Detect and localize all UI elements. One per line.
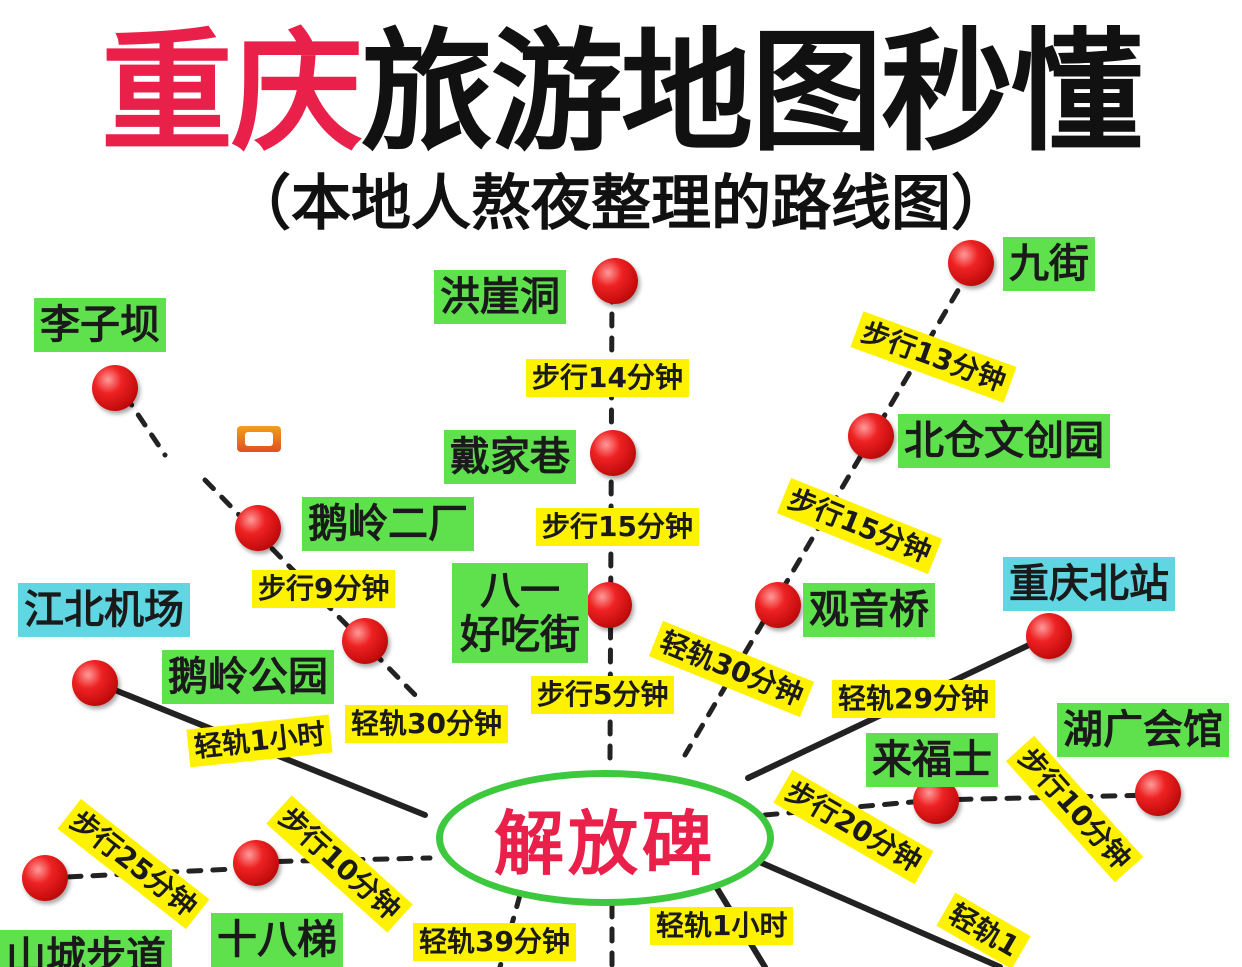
- place-bayi[interactable]: 八一 好吃街: [452, 563, 588, 663]
- pin-daijia[interactable]: [590, 430, 636, 476]
- route-bottom1: 轻轨39分钟: [413, 923, 576, 961]
- page-subtitle: （本地人熬夜整理的路线图）: [231, 169, 1011, 239]
- pin-cqnorth[interactable]: [1026, 613, 1072, 659]
- place-guanyin[interactable]: 观音桥: [803, 583, 935, 637]
- page-title: 重庆旅游地图秒懂: [0, 18, 1242, 168]
- place-hongya[interactable]: 洪崖洞: [434, 270, 566, 324]
- place-eling2[interactable]: 鹅岭二厂: [302, 497, 474, 551]
- line-shiba: [252, 855, 433, 865]
- pin-elingpark[interactable]: [342, 618, 388, 664]
- pin-huguang[interactable]: [1135, 770, 1181, 816]
- pin-shancheng[interactable]: [22, 855, 68, 901]
- place-shiba[interactable]: 十八梯: [211, 913, 343, 967]
- hub-jiefangbei[interactable]: 解放碑: [436, 770, 774, 906]
- route-elingpark: 轻轨30分钟: [345, 705, 508, 743]
- place-daijia[interactable]: 戴家巷: [444, 430, 576, 484]
- route-eling2: 步行9分钟: [252, 570, 396, 608]
- line-bottom3: [752, 857, 1003, 967]
- place-jiujie[interactable]: 九街: [1003, 237, 1095, 291]
- pin-hongya[interactable]: [592, 258, 638, 304]
- route-bayi: 步行5分钟: [531, 676, 675, 714]
- pin-jiangbei[interactable]: [72, 660, 118, 706]
- line-lizi: [122, 392, 168, 458]
- place-huguang[interactable]: 湖广会馆: [1057, 703, 1229, 757]
- route-hongya: 步行14分钟: [526, 359, 689, 397]
- title-rest: 旅游地图秒懂: [361, 16, 1143, 170]
- pin-lizi[interactable]: [92, 365, 138, 411]
- place-elingpark[interactable]: 鹅岭公园: [162, 650, 334, 704]
- title-city: 重庆: [101, 16, 363, 170]
- route-daijia: 步行15分钟: [536, 508, 699, 546]
- place-laifushi[interactable]: 来福士: [866, 733, 998, 787]
- route-bottom2: 轻轨1小时: [650, 907, 794, 945]
- place-bayi-line2: 好吃街: [460, 612, 580, 658]
- place-bayi-line1: 八一: [480, 568, 560, 614]
- place-lizi[interactable]: 李子坝: [34, 298, 166, 352]
- pin-jiujie[interactable]: [948, 240, 994, 286]
- pin-bayi[interactable]: [586, 582, 632, 628]
- pin-shiba[interactable]: [233, 840, 279, 886]
- tv-logo-icon: [237, 426, 281, 452]
- pin-beicang[interactable]: [848, 413, 894, 459]
- route-cqnorth: 轻轨29分钟: [832, 680, 995, 718]
- place-beicang[interactable]: 北仓文创园: [898, 414, 1110, 468]
- pin-eling2[interactable]: [235, 505, 281, 551]
- place-shancheng[interactable]: 山城步道: [0, 930, 172, 967]
- pin-guanyin[interactable]: [755, 582, 801, 628]
- place-jiangbei[interactable]: 江北机场: [18, 583, 190, 637]
- place-cqnorth[interactable]: 重庆北站: [1003, 557, 1175, 611]
